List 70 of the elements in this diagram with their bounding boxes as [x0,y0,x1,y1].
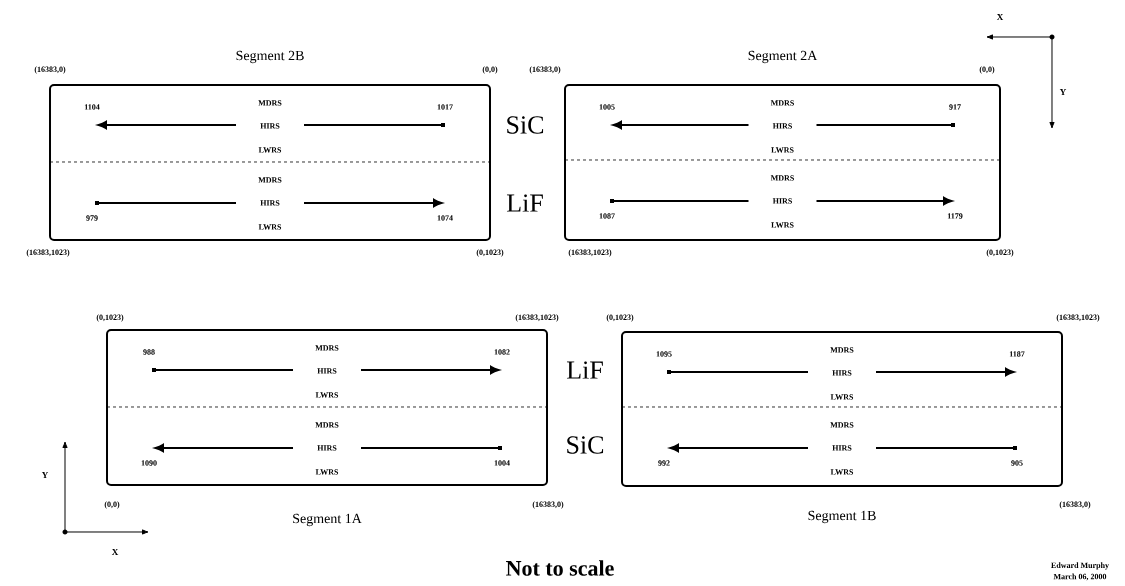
pixel-number: 905 [1010,459,1024,467]
coordinate-label: (16383,1023) [25,248,71,258]
segment-title: Segment 2B [236,50,304,64]
coordinate-label: (0,1023) [605,313,635,323]
detector-label: HIRS [771,197,794,205]
detector-label: HIRS [316,367,338,375]
material-label: SiC [504,115,546,135]
detector-label: MDRS [829,421,855,429]
pixel-number: 992 [657,459,671,467]
detector-label: HIRS [831,369,853,377]
coordinate-label: (16383,0) [531,500,565,510]
coordinate-label: (16383,0) [528,65,562,75]
coordinate-label: (16383,0) [1058,500,1092,510]
coordinate-label: (0,0) [481,65,499,75]
detector-label: LWRS [314,391,340,399]
coordinate-label: (16383,0) [33,65,67,75]
detector-label: LWRS [314,468,340,476]
pixel-number: 1104 [83,103,101,111]
segment-title: Segment 2A [748,50,818,64]
pixel-number: 1187 [1008,350,1026,358]
pixel-number: 1004 [493,459,511,467]
detector-label: LWRS [829,468,855,476]
detector-label: LWRS [770,146,795,154]
detector-label: LWRS [257,223,283,231]
pixel-number: 1082 [493,348,511,356]
detector-label: MDRS [314,344,340,352]
detector-label: HIRS [771,122,794,130]
detector-label: HIRS [259,122,281,130]
axis-label: Y [40,471,50,479]
pixel-number: 917 [948,103,962,111]
detector-label: MDRS [257,176,283,184]
pixel-number: 979 [85,214,99,222]
detector-label: LWRS [829,393,855,401]
signature: March 06, 2000 [1052,572,1108,582]
detector-label: HIRS [259,199,281,207]
coordinate-label: (16383,1023) [567,248,613,258]
pixel-number: 1074 [436,214,454,222]
material-label: LiF [565,360,605,380]
pixel-number: 1005 [598,103,616,111]
axis-label: X [995,13,1005,21]
coordinate-label: (16383,1023) [514,313,560,323]
coordinate-label: (0,1023) [95,313,125,323]
pixel-number: 988 [142,348,156,356]
coordinate-label: (0,0) [978,65,996,75]
pixel-number: 1017 [436,103,454,111]
pixel-number: 1095 [655,350,673,358]
signature: Edward Murphy [1050,561,1110,571]
detector-label: MDRS [314,421,340,429]
coordinate-label: (0,1023) [985,248,1015,258]
material-label: LiF [505,193,545,213]
detector-label: HIRS [831,444,853,452]
segment-title: Segment 1B [808,510,876,524]
coordinate-label: (0,1023) [475,248,505,258]
axis-label: X [110,548,120,556]
coordinate-label: (16383,1023) [1055,313,1101,323]
detector-label: LWRS [257,146,283,154]
pixel-number: 1087 [598,212,616,220]
coordinate-label: (0,0) [103,500,121,510]
caption: Not to scale [506,560,614,576]
detector-label: MDRS [257,99,283,107]
detector-label: LWRS [770,221,795,229]
material-label: SiC [564,435,606,455]
detector-label: MDRS [769,99,796,107]
pixel-number: 1179 [946,212,964,220]
detector-label: HIRS [316,444,338,452]
axis-label: Y [1058,88,1068,96]
segment-title: Segment 1A [293,513,362,527]
pixel-number: 1090 [140,459,158,467]
detector-label: MDRS [829,346,855,354]
detector-label: MDRS [769,174,796,182]
